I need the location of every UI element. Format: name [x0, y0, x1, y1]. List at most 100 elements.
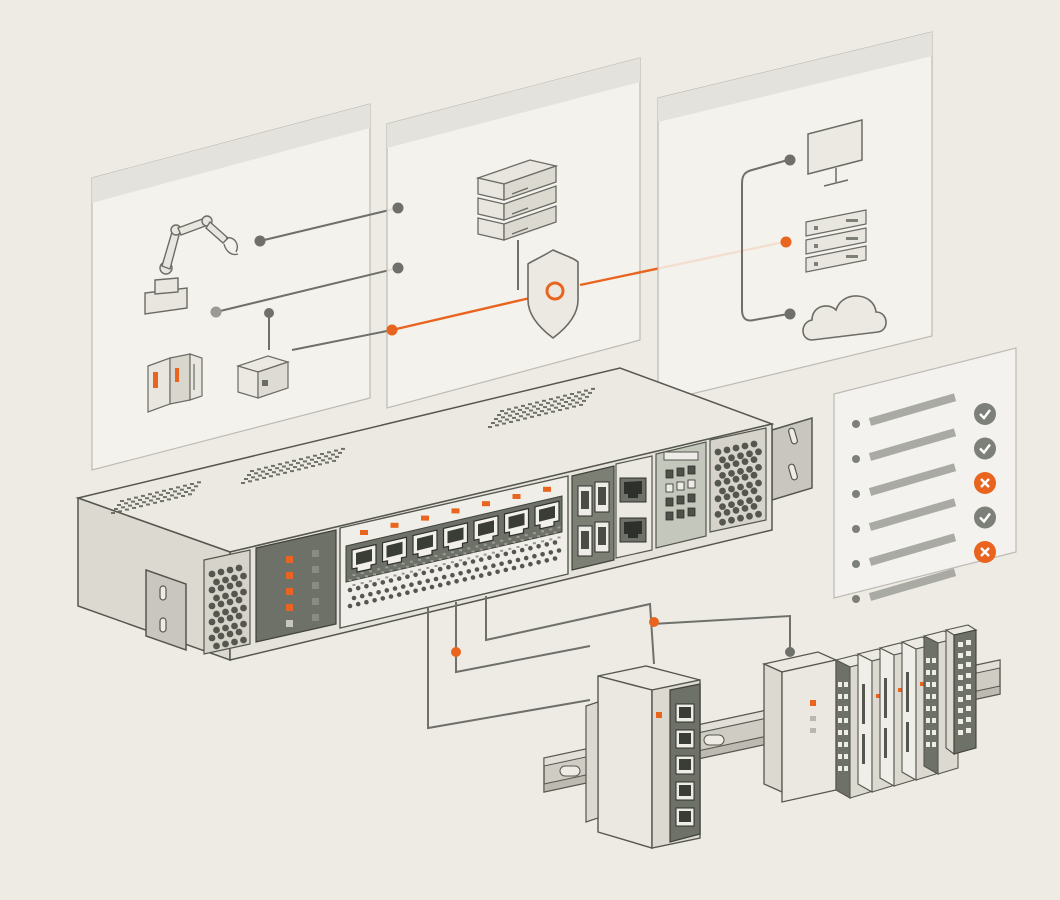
vent-slot: [285, 461, 289, 464]
vent-slot: [522, 411, 526, 414]
io-terminal: [932, 706, 936, 711]
vent-slot: [556, 396, 560, 399]
plc-head-led: [810, 700, 816, 706]
security-panel: [386, 57, 785, 409]
vent-slot: [558, 409, 562, 411]
vent-dot: [413, 588, 418, 594]
vent-slot: [557, 536, 561, 539]
status-row-bar: [868, 463, 957, 496]
cable-lines: [427, 596, 791, 730]
connector-node: [210, 306, 222, 318]
grille-hole: [741, 473, 749, 481]
vent-slot: [529, 409, 533, 412]
vent-slot: [139, 505, 143, 508]
link-led: [512, 494, 521, 499]
sfp-cage: [581, 491, 589, 509]
vent-slot: [532, 542, 536, 545]
grille-hole: [723, 509, 731, 516]
top-vents: [111, 387, 595, 514]
vent-slot: [127, 498, 131, 501]
io-terminal: [958, 642, 963, 647]
grille-hole: [714, 495, 722, 503]
vent-slot: [303, 460, 307, 463]
vent-slot: [332, 459, 336, 462]
io-terminal: [958, 697, 963, 702]
connector-node: [254, 235, 266, 247]
io-terminal: [966, 706, 971, 711]
vent-dot: [359, 593, 365, 599]
status-led-secondary: [312, 614, 319, 621]
shield-icon: [527, 249, 579, 340]
grille-hole: [235, 564, 243, 572]
vent-dot: [437, 582, 443, 588]
vent-slot: [553, 400, 557, 403]
vent-dot: [503, 551, 509, 557]
io-terminal: [844, 754, 848, 759]
vent-dot: [495, 553, 500, 559]
vent-slot: [450, 561, 454, 564]
check-mark: [979, 409, 991, 420]
io-terminal: [958, 730, 963, 735]
vent-slot: [550, 404, 554, 407]
vent-slot: [377, 578, 381, 581]
vent-slot: [142, 501, 146, 504]
vent-dot: [556, 548, 562, 553]
vent-slot: [442, 553, 446, 556]
vent-slot: [438, 558, 442, 561]
grille-hole: [719, 518, 726, 526]
vent-dot: [519, 547, 525, 553]
vent-dot: [405, 574, 410, 579]
terminal-pin: [687, 507, 696, 517]
destinations-panel: [657, 31, 933, 403]
io-module-front: [835, 659, 851, 799]
vent-slot: [409, 570, 413, 573]
io-terminal: [838, 754, 842, 759]
vent-slot: [514, 406, 518, 409]
status-led: [286, 572, 293, 579]
grille-hole: [222, 576, 229, 584]
vent-slot: [426, 566, 430, 569]
status-row-bullet: [852, 595, 860, 603]
terminal-pin: [676, 481, 685, 491]
vent-dot: [540, 552, 545, 557]
terminal-pin: [665, 469, 674, 479]
cloud-icon: [802, 295, 887, 341]
rack-ear-left: [145, 568, 187, 652]
vent-slot: [547, 408, 551, 411]
vent-slot: [276, 473, 280, 476]
vent-slot: [446, 556, 450, 559]
grille-hole: [213, 594, 220, 602]
link-led: [421, 515, 429, 521]
vent-slot: [134, 496, 138, 499]
terminal-pin: [687, 479, 696, 489]
vent-slot: [117, 504, 121, 506]
grille-hole: [226, 614, 234, 622]
vent-slot: [174, 496, 178, 499]
grille-hole: [750, 487, 758, 495]
status-led-panel: [255, 529, 337, 643]
vent-slot: [577, 391, 581, 394]
grille-hole: [208, 634, 216, 642]
grille-hole: [741, 489, 749, 497]
vent-slot: [553, 531, 557, 534]
vent-slot: [397, 567, 401, 570]
plc-head-side: [763, 662, 783, 794]
vent-slot: [320, 453, 324, 455]
grille-hole: [741, 442, 749, 450]
io-terminal: [966, 662, 971, 667]
vent-dot: [519, 563, 525, 569]
vent-slot: [479, 548, 483, 551]
vent-dot: [347, 587, 353, 593]
link-led: [482, 501, 490, 507]
vent-slot: [180, 488, 184, 491]
vent-dot: [355, 601, 361, 607]
vent-slot: [275, 467, 279, 470]
sfp-cage: [598, 527, 606, 545]
io-terminal: [844, 682, 848, 687]
vent-slot: [434, 565, 438, 567]
vent-dot: [388, 578, 394, 583]
vent-slot: [121, 506, 125, 509]
io-terminal: [844, 694, 848, 699]
vent-slot: [491, 541, 495, 544]
io-terminal: [926, 730, 930, 735]
